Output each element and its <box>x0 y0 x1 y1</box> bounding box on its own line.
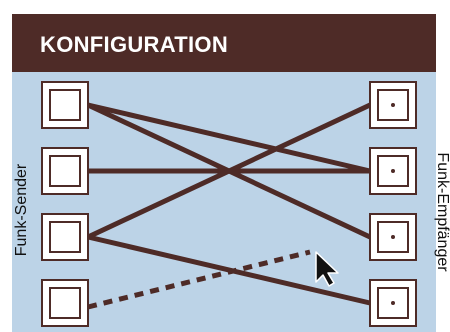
sender-box[interactable] <box>41 81 89 129</box>
receiver-box[interactable] <box>369 213 417 261</box>
mouse-cursor-icon <box>315 251 339 287</box>
header-bar: KONFIGURATION <box>12 14 436 72</box>
sender-box[interactable] <box>41 213 89 261</box>
sender-box[interactable] <box>41 279 89 327</box>
receiver-box[interactable] <box>369 279 417 327</box>
connection-line[interactable] <box>86 102 372 240</box>
connection-line[interactable] <box>87 102 371 174</box>
pending-connection-line <box>87 249 311 310</box>
page-title: KONFIGURATION <box>40 32 229 57</box>
sender-box[interactable] <box>41 147 89 195</box>
receiver-box[interactable] <box>369 81 417 129</box>
receiver-box[interactable] <box>369 147 417 195</box>
